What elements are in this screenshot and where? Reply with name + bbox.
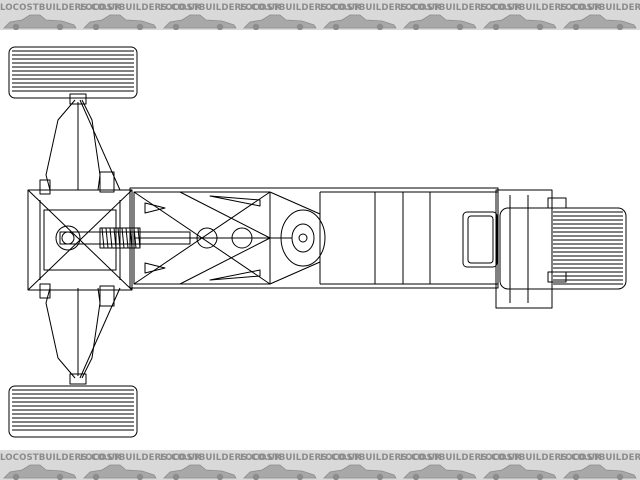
rear-wheel	[495, 189, 627, 309]
watermark-text: LOCOSTBUILDERS.CO.UK	[480, 453, 602, 463]
car-logo-icon	[0, 13, 80, 30]
watermark-text: LOCOSTBUILDERS.CO.UK	[560, 3, 640, 13]
car-logo-icon	[400, 463, 480, 480]
car-logo-icon	[240, 13, 320, 30]
car-logo-icon	[560, 13, 640, 30]
car-logo-icon	[320, 13, 400, 30]
front-suspension-upper	[39, 93, 121, 195]
gauge-pods	[196, 227, 253, 249]
front-left-wheel	[8, 46, 138, 99]
watermark-car-row	[0, 13, 640, 30]
drive-shaft	[55, 225, 191, 251]
watermark-text: LOCOSTBUILDERS.CO.UK	[80, 3, 202, 13]
car-logo-icon	[0, 463, 80, 480]
chassis-drawing	[0, 30, 640, 450]
car-logo-icon	[160, 463, 240, 480]
watermark-text: LOCOSTBUILDERS.CO.UK	[320, 453, 442, 463]
watermark-text: LOCOSTBUILDERS.CO.UK	[320, 3, 442, 13]
watermark-text: LOCOSTBUILDERS.CO.UK	[240, 3, 362, 13]
car-logo-icon	[560, 463, 640, 480]
watermark-text: LOCOSTBUILDERS.CO.UK	[0, 3, 122, 13]
car-logo-icon	[400, 13, 480, 30]
car-logo-icon	[480, 13, 560, 30]
car-logo-icon	[160, 13, 240, 30]
watermark-text: LOCOSTBUILDERS.CO.UK	[0, 453, 122, 463]
watermark-text: LOCOSTBUILDERS.CO.UK	[240, 453, 362, 463]
car-logo-icon	[80, 463, 160, 480]
watermark-text: LOCOSTBUILDERS.CO.UK	[480, 3, 602, 13]
watermark-text: LOCOSTBUILDERS.CO.UK	[160, 453, 282, 463]
watermark-text: LOCOSTBUILDERS.CO.UK	[160, 3, 282, 13]
front-suspension-lower	[39, 283, 121, 385]
front-right-wheel	[8, 385, 138, 438]
steering-wheel	[255, 209, 326, 267]
watermark-text: LOCOSTBUILDERS.CO.UK	[560, 453, 640, 463]
watermark-text: LOCOSTBUILDERS.CO.UK	[80, 453, 202, 463]
car-logo-icon	[320, 463, 400, 480]
rear-bulkhead	[462, 211, 498, 268]
watermark-car-row	[0, 463, 640, 480]
car-logo-icon	[480, 463, 560, 480]
car-logo-icon	[80, 13, 160, 30]
car-logo-icon	[240, 463, 320, 480]
watermark-text: LOCOSTBUILDERS.CO.UK	[400, 453, 522, 463]
watermark-text: LOCOSTBUILDERS.CO.UK	[400, 3, 522, 13]
